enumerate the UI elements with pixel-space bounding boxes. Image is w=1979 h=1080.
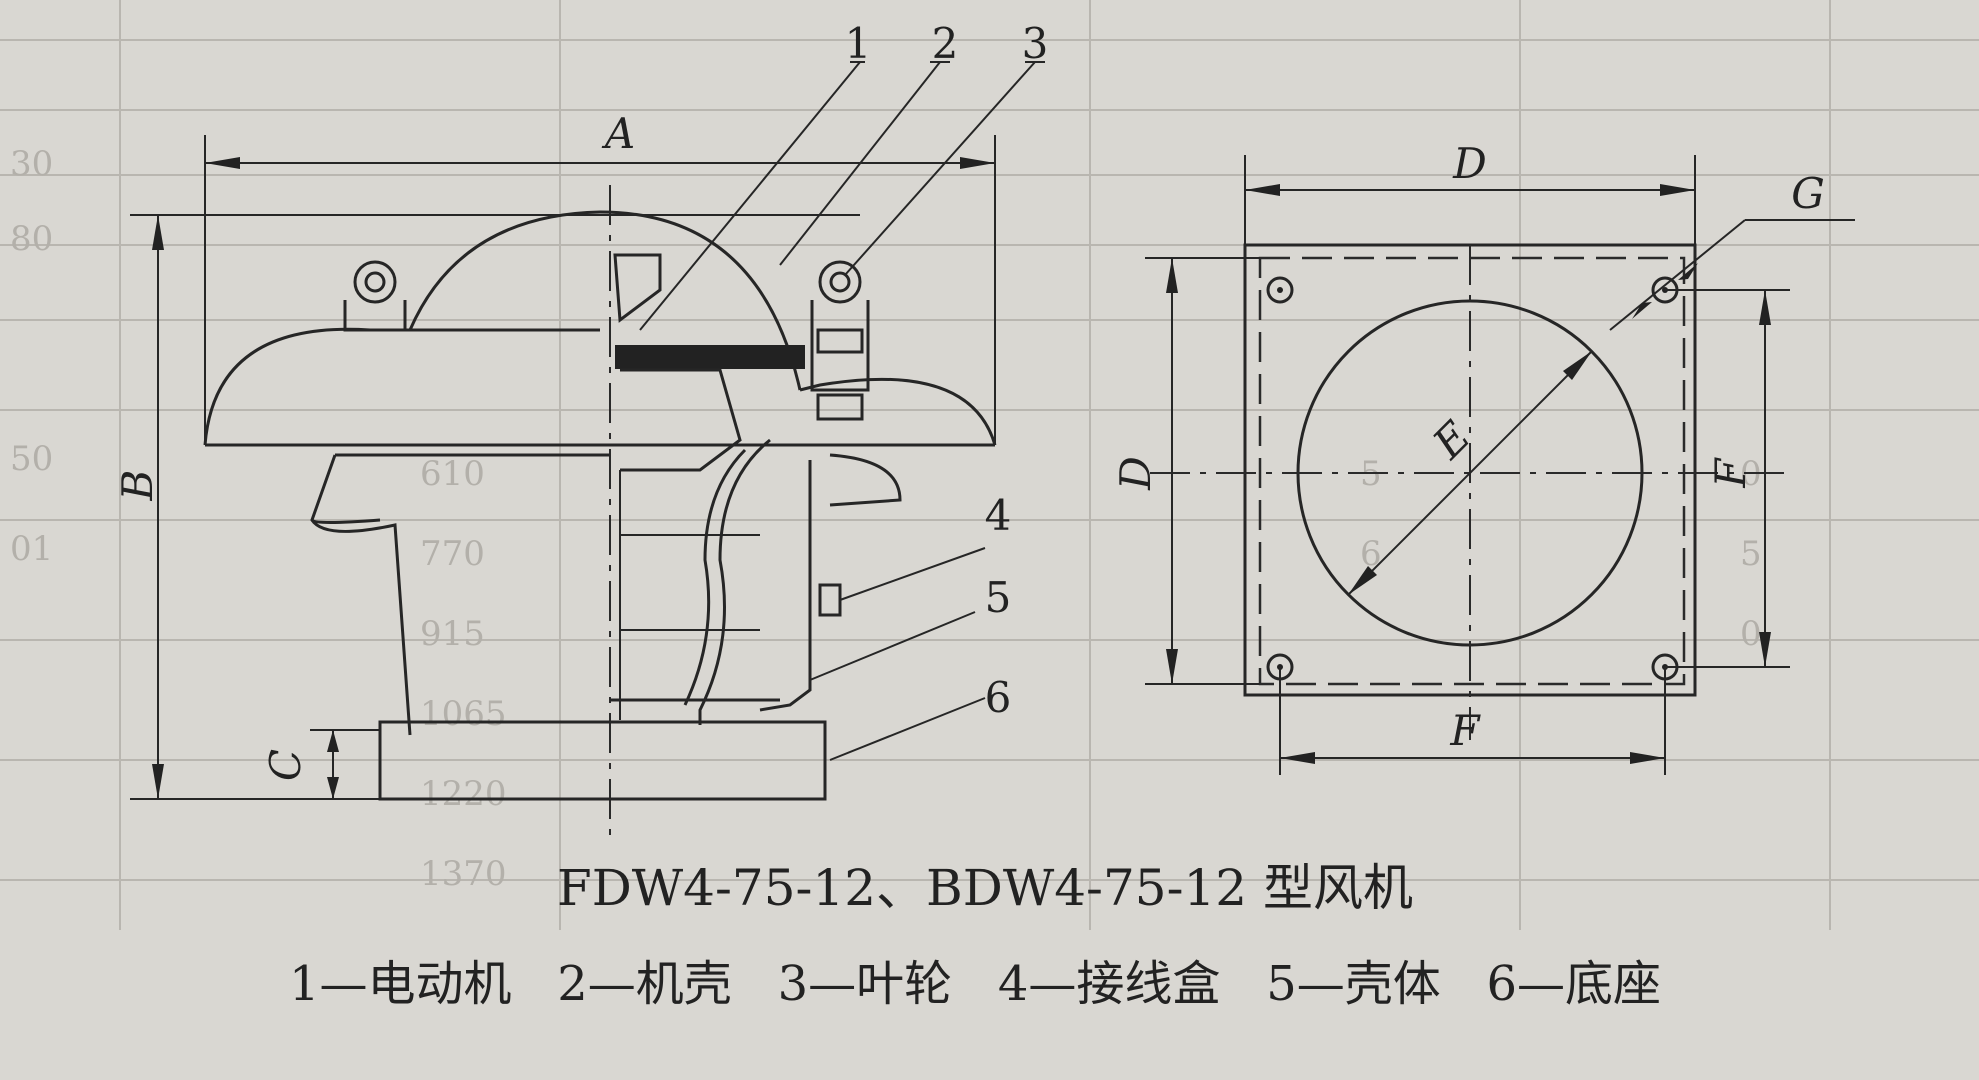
dimension-C: C <box>261 729 380 799</box>
hanger-ring-right <box>810 260 870 421</box>
motor-housing <box>620 368 742 472</box>
svg-text:6: 6 <box>1360 534 1382 574</box>
svg-text:1370: 1370 <box>420 854 507 894</box>
svg-text:5: 5 <box>1740 534 1762 574</box>
dimension-F-side: F <box>1665 289 1790 668</box>
dimension-D-side: D <box>1111 257 1260 685</box>
part-number-1: 1 <box>845 19 872 68</box>
label-G: G <box>1791 169 1825 218</box>
cone-left-side <box>310 519 412 736</box>
dimension-D-top: D <box>1244 139 1696 245</box>
motor-side-bulge <box>829 453 902 507</box>
dimension-A: A <box>204 109 996 445</box>
cone-upper-left <box>310 454 381 524</box>
hood-right-brim <box>799 377 997 446</box>
figure-title: FDW4-75-12、BDW4-75-12 型风机 <box>557 859 1413 917</box>
part-number-2: 2 <box>932 19 959 68</box>
shell-curve-inner <box>683 448 747 706</box>
svg-text:915: 915 <box>420 614 485 654</box>
flange-inner-dashed <box>1258 256 1686 686</box>
svg-text:01: 01 <box>10 529 53 569</box>
part-number-4: 4 <box>985 491 1012 540</box>
part-number-3: 3 <box>1022 19 1049 68</box>
dimension-B: B <box>113 214 860 800</box>
bolt-hole-top-left <box>1266 276 1294 304</box>
junction-box <box>818 583 842 617</box>
svg-text:770: 770 <box>420 534 485 574</box>
hood-dome <box>408 210 802 391</box>
hanger-ring-left <box>343 260 407 332</box>
label-E: E <box>1423 412 1480 469</box>
shell-right-edge <box>759 460 812 712</box>
impeller-plate <box>615 345 805 369</box>
label-F-side: F <box>1706 457 1755 489</box>
base-block <box>378 720 827 801</box>
part-number-5: 5 <box>985 573 1012 622</box>
label-F-bottom: F <box>1449 706 1481 755</box>
label-D-top: D <box>1452 139 1487 188</box>
svg-text:80: 80 <box>10 219 53 259</box>
dimension-F-bottom: F <box>1279 667 1666 775</box>
background-table-ghost: 30 80 50 01 610 770 915 1065 1220 1370 5… <box>0 0 1979 930</box>
label-D-side: D <box>1111 456 1160 491</box>
side-view: A B C 1 2 3 <box>113 19 1048 845</box>
svg-text:610: 610 <box>420 454 485 494</box>
shell-curve-outer <box>698 438 771 725</box>
svg-text:0: 0 <box>1740 614 1762 654</box>
svg-text:30: 30 <box>10 144 53 184</box>
svg-text:1065: 1065 <box>420 694 507 734</box>
leader-lines-bottom <box>809 547 986 761</box>
label-C: C <box>261 749 310 781</box>
svg-text:50: 50 <box>10 439 53 479</box>
label-B: B <box>113 470 162 502</box>
figure-legend: 1—电动机 2—机壳 3—叶轮 4—接线盒 5—壳体 6—底座 <box>289 956 1661 1012</box>
motor-top <box>613 253 662 323</box>
label-A: A <box>601 109 635 158</box>
leader-lines-top <box>639 61 1045 331</box>
svg-text:1220: 1220 <box>420 774 507 814</box>
hood-left-brim <box>203 327 600 446</box>
part-number-6: 6 <box>985 673 1012 722</box>
dimension-G: G <box>1609 169 1855 331</box>
